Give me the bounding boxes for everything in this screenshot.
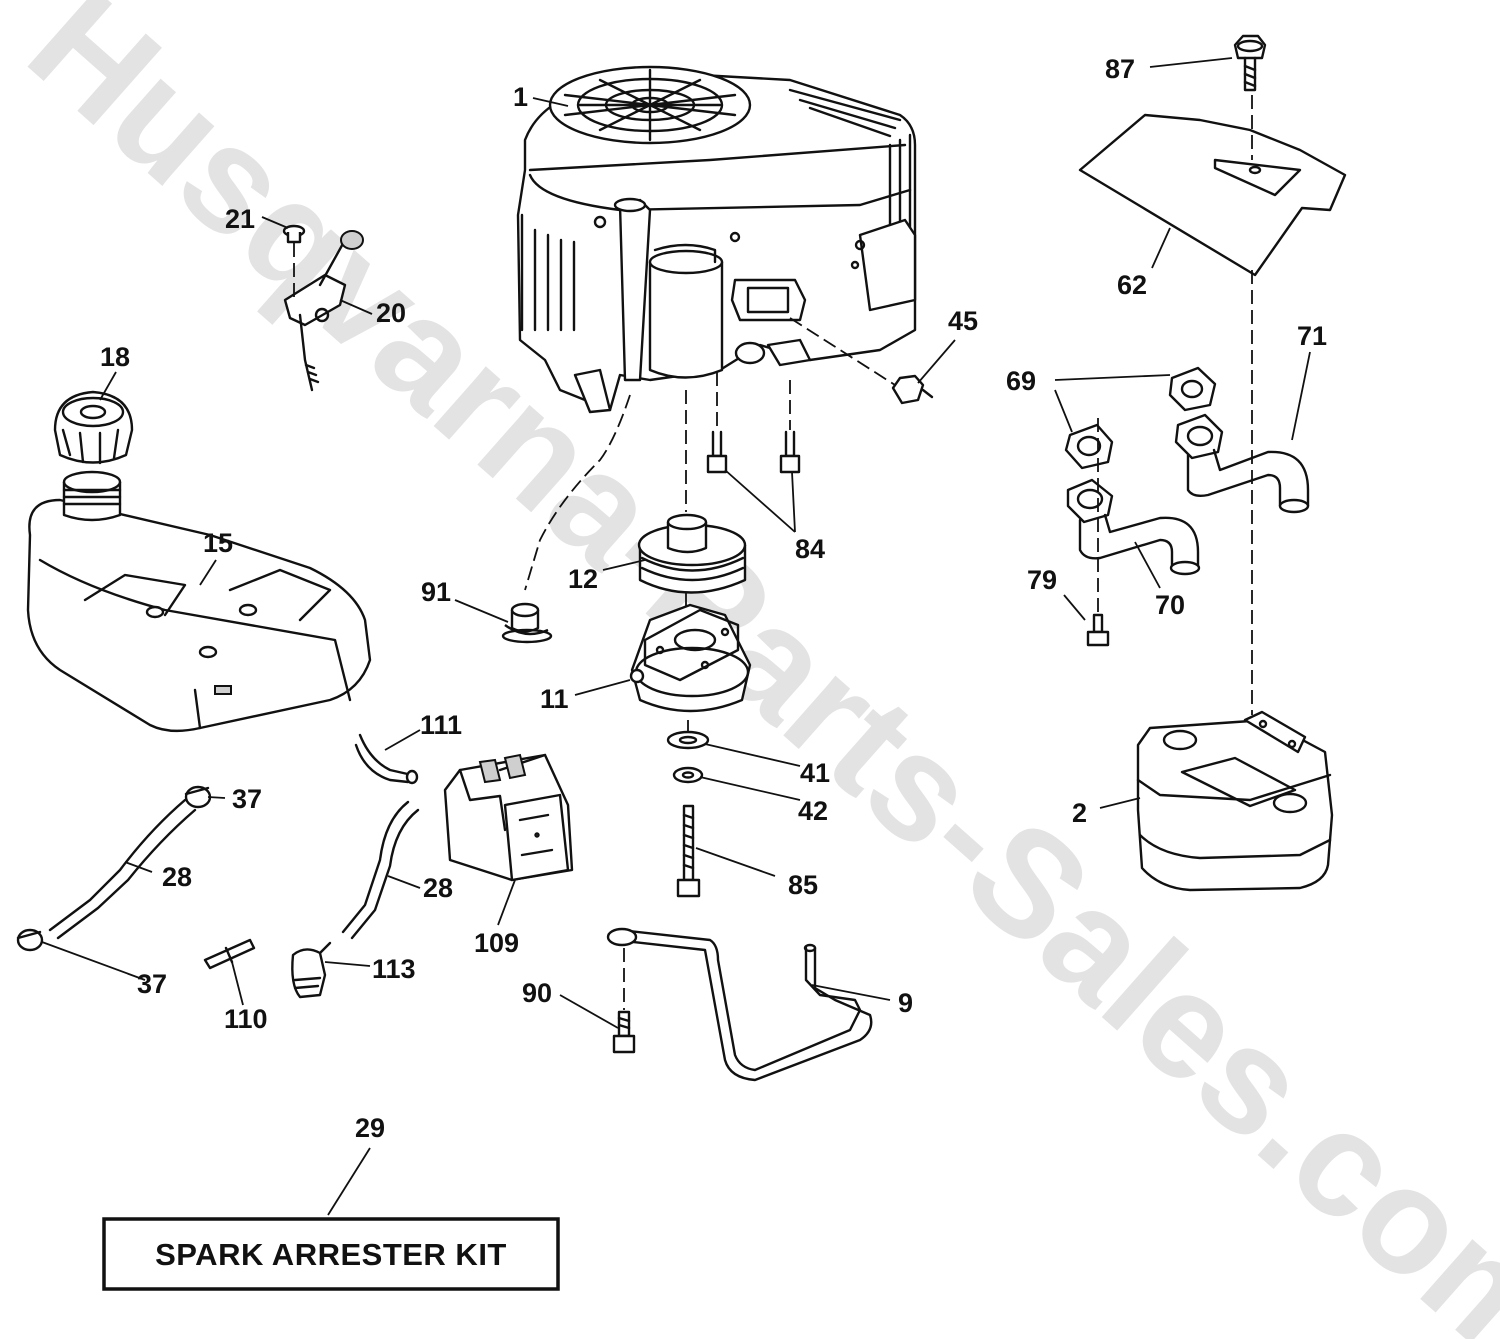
pulley-part[interactable] <box>637 513 747 618</box>
fuel-pump-113-part[interactable] <box>291 941 332 999</box>
callout-113: 113 <box>372 954 416 984</box>
callout-9: 9 <box>898 988 913 1018</box>
engine-part[interactable] <box>516 65 917 414</box>
callout-numbers: 1 21 20 18 15 45 87 62 69 71 70 79 2 84 … <box>100 54 1327 1143</box>
exhaust-pipe-71-part[interactable] <box>1174 413 1310 514</box>
callout-84: 84 <box>795 534 825 564</box>
screw-21-part[interactable] <box>282 224 306 300</box>
fuel-tank-part[interactable] <box>26 470 372 733</box>
bolt-84-part[interactable] <box>706 372 801 474</box>
callout-18: 18 <box>100 342 130 372</box>
callout-1: 1 <box>513 82 528 112</box>
callout-37a: 37 <box>232 784 262 814</box>
pto-clutch-part[interactable] <box>629 603 752 735</box>
fuel-line-111-part[interactable] <box>354 733 419 785</box>
bolt-90-part[interactable] <box>612 1010 636 1054</box>
callout-28a: 28 <box>162 862 192 892</box>
callout-71: 71 <box>1297 321 1327 351</box>
fuel-cap-part[interactable] <box>53 390 134 465</box>
muffler-part[interactable] <box>1136 710 1334 892</box>
callout-90: 90 <box>522 978 552 1008</box>
callout-45: 45 <box>948 306 978 336</box>
callout-85: 85 <box>788 870 818 900</box>
callout-79: 79 <box>1027 565 1057 595</box>
callout-111: 111 <box>420 710 462 740</box>
hose-clamp-37-bottom-part[interactable] <box>16 928 44 952</box>
callout-62: 62 <box>1117 270 1147 300</box>
exhaust-gasket-part[interactable] <box>1064 366 1217 470</box>
washer-41-part[interactable] <box>666 730 710 750</box>
leader-lines <box>41 57 1311 1216</box>
callout-70: 70 <box>1155 590 1185 620</box>
fuel-line-28b-part[interactable] <box>341 800 420 940</box>
dash-line <box>524 394 631 591</box>
bolt-79-part[interactable] <box>1086 418 1110 647</box>
washer-42-part[interactable] <box>672 766 704 784</box>
callout-12: 12 <box>568 564 598 594</box>
throttle-control-part[interactable] <box>283 230 364 392</box>
callout-109: 109 <box>474 928 519 958</box>
nut-45-part[interactable] <box>789 317 934 405</box>
bushing-91-part[interactable] <box>501 602 553 644</box>
callout-69: 69 <box>1006 366 1036 396</box>
fuel-line-28-part[interactable] <box>48 798 197 940</box>
callout-2: 2 <box>1072 798 1087 828</box>
fitting-110-part[interactable] <box>203 938 256 970</box>
bolt-85-part[interactable] <box>676 804 701 898</box>
callout-28b: 28 <box>423 873 453 903</box>
callout-29: 29 <box>355 1113 385 1143</box>
hose-clamp-37-top-part[interactable] <box>184 785 212 809</box>
heat-shield-part[interactable] <box>1078 113 1347 277</box>
callout-110: 110 <box>224 1004 268 1034</box>
carbon-canister-part[interactable] <box>443 753 574 882</box>
callout-15: 15 <box>203 528 233 558</box>
exhaust-pipe-70-part[interactable] <box>1066 478 1201 576</box>
spark-arrester-kit-label: SPARK ARRESTER KIT <box>155 1237 507 1272</box>
callout-41: 41 <box>800 758 830 788</box>
callout-87: 87 <box>1105 54 1135 84</box>
callout-20: 20 <box>376 298 406 328</box>
spark-arrester-kit-box[interactable]: SPARK ARRESTER KIT <box>102 1217 560 1291</box>
callout-21: 21 <box>225 204 255 234</box>
callout-91: 91 <box>421 577 451 607</box>
callout-37b: 37 <box>137 969 167 999</box>
cap-screw-87-part[interactable] <box>1233 34 1267 92</box>
bracket-9-part[interactable] <box>606 927 873 1082</box>
callout-11: 11 <box>540 684 569 714</box>
callout-42: 42 <box>798 796 828 826</box>
